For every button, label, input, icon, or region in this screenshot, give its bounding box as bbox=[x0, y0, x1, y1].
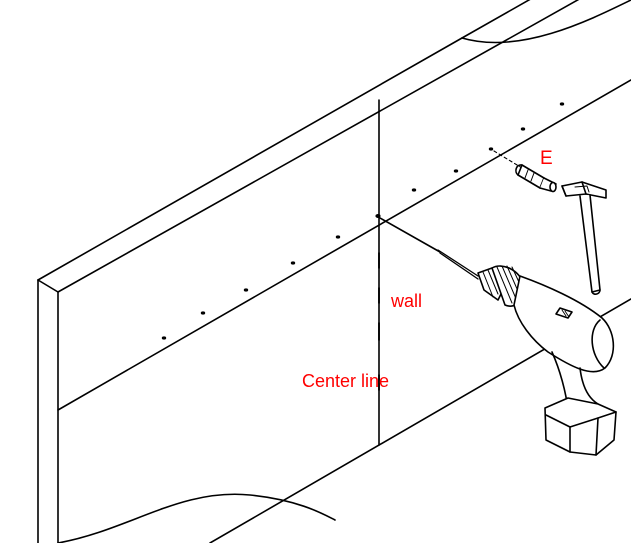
drill-guide-line bbox=[379, 217, 441, 253]
hole-8 bbox=[488, 147, 494, 151]
hole-2 bbox=[200, 311, 206, 315]
hole-1 bbox=[161, 336, 167, 340]
hammer-icon bbox=[561, 181, 607, 295]
part-e-label: E bbox=[540, 148, 553, 169]
wall-label: wall bbox=[391, 291, 423, 311]
hole-3 bbox=[243, 288, 249, 292]
center-line-label: Center line bbox=[302, 371, 390, 391]
hole-6 bbox=[411, 188, 417, 192]
hole-10 bbox=[559, 102, 565, 106]
wall-anchor-icon bbox=[493, 150, 557, 193]
hole-9 bbox=[520, 127, 526, 131]
hole-7 bbox=[453, 169, 459, 173]
wall-panel bbox=[37, 0, 631, 543]
hole-5 bbox=[335, 235, 341, 239]
hole-center bbox=[375, 214, 381, 218]
hole-4 bbox=[290, 261, 296, 265]
drill-holes bbox=[161, 102, 565, 340]
power-drill-icon bbox=[437, 249, 617, 456]
